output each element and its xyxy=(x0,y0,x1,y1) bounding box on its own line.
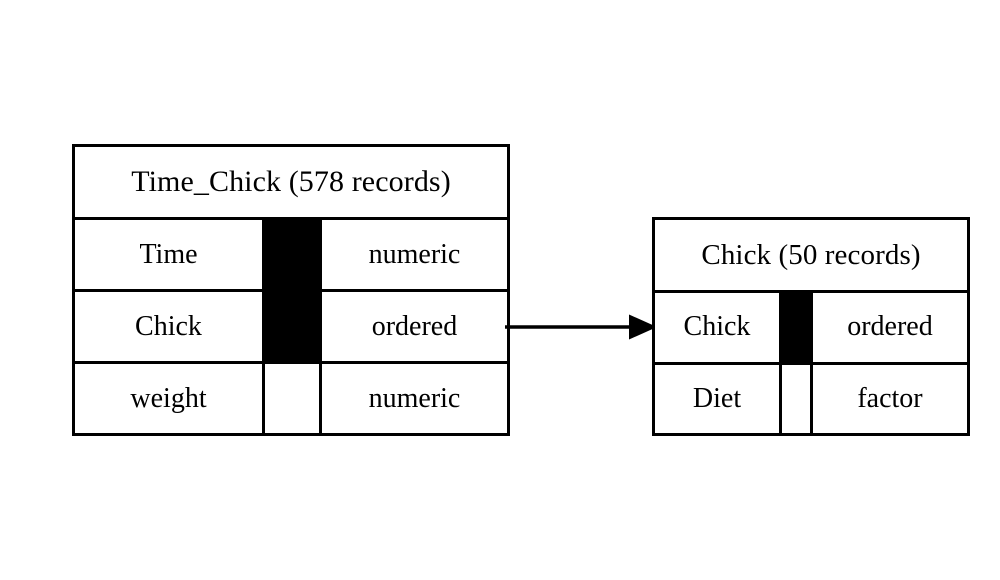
table-row[interactable]: Diet factor xyxy=(655,364,967,433)
field-name-cell: Time xyxy=(75,220,265,289)
entity-title-chick: Chick (50 records) xyxy=(655,220,967,293)
key-marker-icon xyxy=(265,292,322,361)
field-type-cell: numeric xyxy=(322,220,507,289)
table-row[interactable]: Time numeric xyxy=(75,220,507,292)
entity-title-time-chick: Time_Chick (578 records) xyxy=(75,147,507,220)
key-marker-icon xyxy=(265,220,322,289)
field-name-cell: weight xyxy=(75,364,265,433)
field-name-cell: Chick xyxy=(655,293,782,362)
field-type-cell: ordered xyxy=(813,293,967,362)
entity-table-chick[interactable]: Chick (50 records) Chick ordered Diet fa… xyxy=(652,217,970,436)
table-row[interactable]: weight numeric xyxy=(75,364,507,433)
field-type-cell: ordered xyxy=(322,292,507,361)
field-type-cell: factor xyxy=(813,364,967,433)
key-marker-empty-icon xyxy=(265,364,322,433)
field-type-cell: numeric xyxy=(322,364,507,433)
arrowhead-icon xyxy=(629,314,657,340)
entity-table-time-chick[interactable]: Time_Chick (578 records) Time numeric Ch… xyxy=(72,144,510,436)
key-marker-icon xyxy=(782,293,813,362)
field-name-cell: Chick xyxy=(75,292,265,361)
key-marker-empty-icon xyxy=(782,364,813,433)
table-row[interactable]: Chick ordered xyxy=(75,292,507,364)
table-row[interactable]: Chick ordered xyxy=(655,293,967,365)
relationship-arrow-icon xyxy=(505,314,657,340)
field-name-cell: Diet xyxy=(655,364,782,433)
